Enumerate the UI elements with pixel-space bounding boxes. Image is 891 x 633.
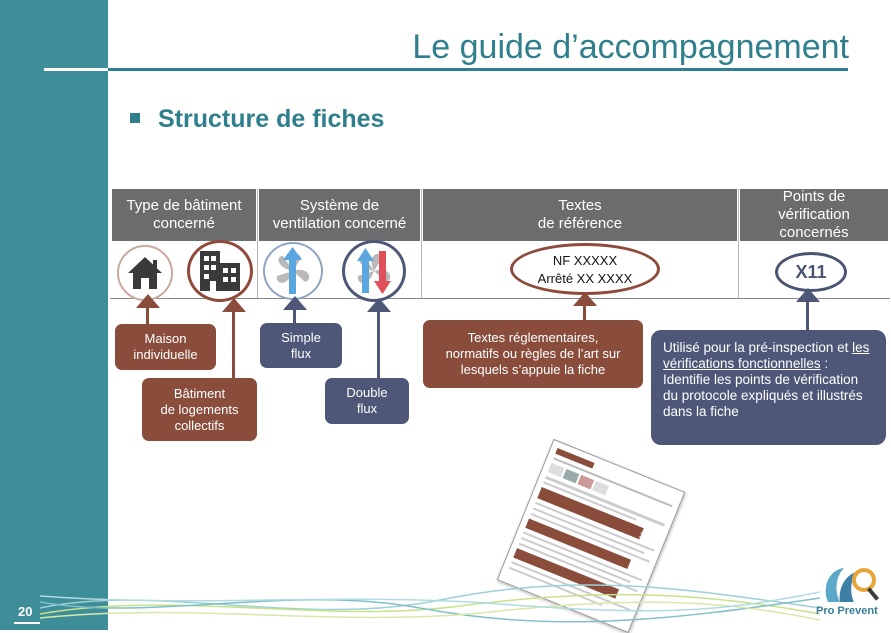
document-preview-icon: 1 -: [508, 448, 673, 611]
callout-line: Textes réglementaires,: [467, 330, 599, 345]
verification-code-oval: X11: [775, 252, 847, 292]
column-header-line: Points de: [782, 188, 846, 205]
callout-line: lesquels s’appuie la fiche: [460, 362, 606, 377]
note-text: Utilisé pour la pré-inspection et: [663, 340, 853, 355]
sheet-badge: 1 -: [637, 530, 649, 542]
left-accent-band: [0, 0, 108, 630]
callout-verification-usage: Utilisé pour la pré-inspection et les vé…: [651, 330, 886, 445]
callout-regulatory-texts: Textes réglementaires,normatifs ou règle…: [423, 320, 643, 388]
decorative-waves: [40, 584, 820, 623]
callout-line: flux: [356, 401, 378, 416]
connector-line: [146, 298, 149, 326]
column-divider: [257, 189, 258, 299]
apartment-building-icon: [200, 251, 240, 291]
band-divider: [44, 68, 108, 71]
arrow-up-icon: [367, 298, 391, 312]
callout-line: flux: [290, 345, 312, 361]
connector-line: [583, 295, 586, 321]
table-row-bottom-line: [110, 298, 890, 299]
reference-texts-oval: NF XXXXX Arrêté XX XXXX: [510, 243, 660, 295]
connector-line: [806, 292, 809, 330]
connector-line: [377, 302, 380, 378]
sample-sheet-thumbnail: 1 -: [496, 438, 686, 633]
connector-line: [232, 302, 235, 380]
title-underline: [108, 68, 848, 71]
callout-line: individuelle: [133, 347, 198, 362]
fan-single-flow-icon: [276, 247, 310, 294]
reference-line: NF XXXXX: [552, 253, 618, 268]
apartment-building-icon-frame: [187, 240, 253, 302]
column-header-line: de référence: [537, 215, 623, 232]
house-icon-frame: [117, 245, 173, 301]
page-title: Le guide d’accompagnement: [412, 28, 849, 66]
page-number: 20: [18, 604, 33, 619]
note-text-underlined: les vérifications fonctionnelles: [663, 340, 870, 371]
column-divider: [421, 189, 422, 299]
section-subtitle: Structure de fiches: [158, 105, 385, 133]
connector-line: [293, 300, 296, 324]
page-number-underline: [14, 622, 40, 624]
callout-line: Simple: [281, 329, 321, 345]
callout-line: collectifs: [174, 417, 225, 433]
callout-line: normatifs ou règles de l’art sur: [445, 346, 621, 361]
column-header-line: Système de: [299, 197, 380, 214]
single-flow-icon-frame: [263, 242, 323, 300]
arrow-up-icon: [222, 298, 246, 312]
callout-line: Double: [346, 385, 388, 400]
note-text: : Identifie les points de vérification d…: [663, 356, 863, 419]
house-icon: [128, 257, 162, 289]
column-header-line: Type de bâtiment: [126, 197, 242, 214]
arrow-up-icon: [573, 292, 597, 306]
column-header-line: concerné: [153, 215, 215, 232]
fan-double-flow-icon: [357, 248, 391, 294]
arrow-up-icon: [136, 294, 160, 308]
callout-line: de logements: [160, 401, 239, 417]
bullet-marker: [130, 113, 140, 123]
column-header-line: ventilation concerné: [272, 215, 407, 232]
column-header-line: concernés: [779, 224, 849, 241]
column-divider: [738, 189, 739, 299]
callout-line: Maison: [144, 331, 187, 346]
reference-line: Arrêté XX XXXX: [537, 271, 633, 286]
callout-line: Bâtiment: [173, 385, 226, 401]
double-flow-icon-frame: [342, 240, 406, 302]
column-header-line: vérification: [778, 206, 850, 223]
pro-prevent-logo-text: Pro Prevent: [816, 605, 878, 617]
column-header-line: Textes: [558, 197, 602, 214]
arrow-up-icon: [796, 288, 820, 302]
pro-prevent-logo-icon: [825, 568, 880, 602]
arrow-up-icon: [283, 296, 307, 310]
